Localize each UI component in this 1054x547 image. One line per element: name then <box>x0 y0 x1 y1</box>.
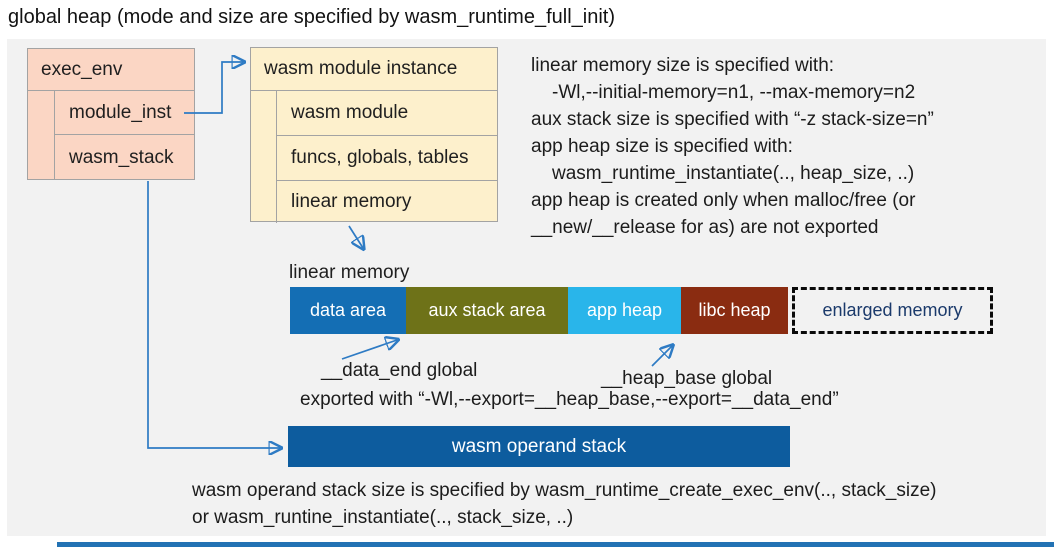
exec-env-box: exec_env module_inst wasm_stack <box>27 48 195 180</box>
note-line: or wasm_runtine_instantiate(.., stack_si… <box>192 507 574 528</box>
module-instance-row-linear-memory: linear memory <box>276 181 497 223</box>
segment-data-area: data area <box>290 287 406 334</box>
segment-libc-heap: libc heap <box>681 287 788 334</box>
module-instance-row-funcs-globals-tables: funcs, globals, tables <box>276 136 497 181</box>
data-end-global-label: __data_end global <box>321 360 478 381</box>
wasm-operand-stack-bar: wasm operand stack <box>288 426 790 467</box>
exec-env-row-wasm-stack: wasm_stack <box>54 135 194 180</box>
segment-enlarged-memory: enlarged memory <box>792 287 993 334</box>
diagram-title: global heap (mode and size are specified… <box>8 6 615 28</box>
linear-memory-label: linear memory <box>289 262 410 283</box>
segment-aux-stack-area: aux stack area <box>406 287 568 334</box>
export-flags-label: exported with “-Wl,--export=__heap_base,… <box>300 389 839 410</box>
note-line: app heap size is specified with: <box>531 136 793 157</box>
exec-env-header: exec_env <box>28 49 194 91</box>
bottom-blue-bar <box>57 542 1054 547</box>
note-line: wasm_runtime_instantiate(.., heap_size, … <box>552 163 915 184</box>
segment-app-heap: app heap <box>568 287 681 334</box>
heap-base-global-label: __heap_base global <box>601 368 773 389</box>
module-instance-row-wasm-module: wasm module <box>276 91 497 136</box>
module-instance-box: wasm module instance wasm module funcs, … <box>250 47 498 223</box>
operand-stack-notes: wasm operand stack size is specified by … <box>192 477 937 531</box>
note-line: __new/__release for as) are not exported <box>531 217 879 238</box>
exec-env-row-module-inst: module_inst <box>54 91 194 135</box>
note-line: linear memory size is specified with: <box>531 55 835 76</box>
note-line: wasm operand stack size is specified by … <box>192 480 937 501</box>
linear-memory-notes: linear memory size is specified with: -W… <box>531 52 934 241</box>
module-instance-header: wasm module instance <box>251 48 497 91</box>
note-line: -Wl,--initial-memory=n1, --max-memory=n2 <box>552 82 916 103</box>
note-line: app heap is created only when malloc/fre… <box>531 190 916 211</box>
note-line: aux stack size is specified with “-z sta… <box>531 109 934 130</box>
